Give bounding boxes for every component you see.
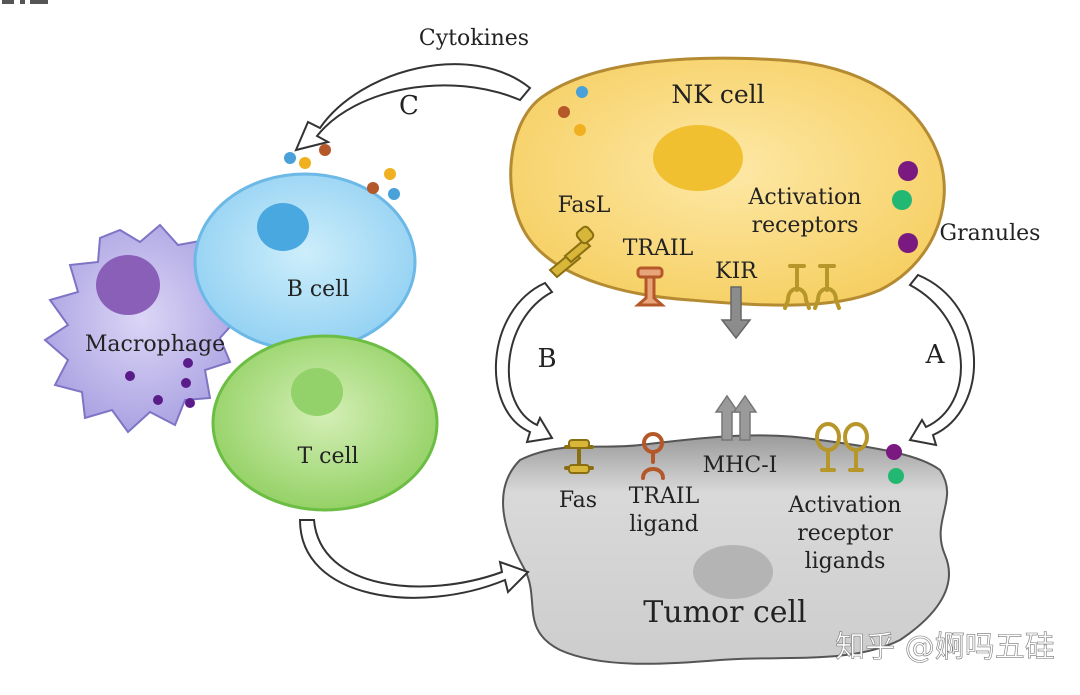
b-cell-label: B cell [287,277,350,302]
t-cell-label: T cell [297,444,358,469]
activation-ligands-icon [815,422,869,472]
fas-label: Fas [559,488,597,513]
mhc-i-arrows-icon [714,394,758,441]
tumor-cell-label: Tumor cell [643,595,806,630]
nk-cell-label: NK cell [671,80,764,109]
nk-nucleus [653,125,743,191]
granule-green-icon [888,468,904,484]
activation-receptors-label-2: receptors [752,213,859,238]
trail-label: TRAIL [623,236,694,261]
activation-ligands-label-1: Activation [788,493,902,518]
macrophage-nucleus [96,255,160,315]
nk-granule-purple-2-icon [898,233,918,253]
t-cell-to-tumor-arrow [298,519,530,599]
nk-granule-purple-1-icon [898,161,918,181]
b-cell: B cell [193,144,417,352]
activation-receptors-label-1: Activation [748,185,862,210]
fasl-label: FasL [558,193,611,218]
pathway-c-arrow [294,63,532,152]
pathway-b-label: B [537,344,556,374]
watermark: 知乎 @婀吗五硅 [835,630,1055,665]
pathway-a-arrow [908,273,975,447]
macrophage-label: Macrophage [85,332,225,357]
b-cell-cytokine-dots-icon [284,144,400,200]
trail-receptor-icon [634,266,666,307]
pathway-c-label: C [399,91,419,121]
fas-receptor-icon [564,439,594,474]
kir-arrow-icon [720,286,752,340]
mhc-i-label: MHC-I [703,453,778,478]
nk-granule-green-icon [892,190,912,210]
tumor-nucleus [693,545,773,599]
granules-label: Granules [940,221,1041,246]
pathway-a-label: A [925,340,946,370]
nk-cytokine-dots-icon [558,86,588,136]
t-nucleus [291,368,343,416]
nk-cell: NK cell FasL TRAIL KIR Activation recept… [509,56,1041,340]
granule-purple-icon [886,444,902,460]
trail-ligand-label-2: ligand [629,512,699,537]
macrophage: Macrophage [43,223,240,434]
tumor-cell: Tumor cell Fas TRAIL ligand MHC-I Activa… [502,394,950,665]
kir-label: KIR [715,259,758,284]
trail-ligand-icon [641,432,665,480]
activation-ligands-label-2: receptor [797,521,893,546]
cropped-marks [2,0,48,4]
activation-receptor-icon [783,264,841,310]
trail-ligand-label-1: TRAIL [629,484,700,509]
t-cell: T cell [211,334,439,512]
pathway-b-arrow [494,281,554,444]
macrophage-granules-icon [125,358,195,408]
activation-ligands-label-3: ligands [805,549,886,574]
fasl-receptor-icon [548,225,595,279]
cytokines-label: Cytokines [419,26,529,51]
b-nucleus [257,203,309,251]
